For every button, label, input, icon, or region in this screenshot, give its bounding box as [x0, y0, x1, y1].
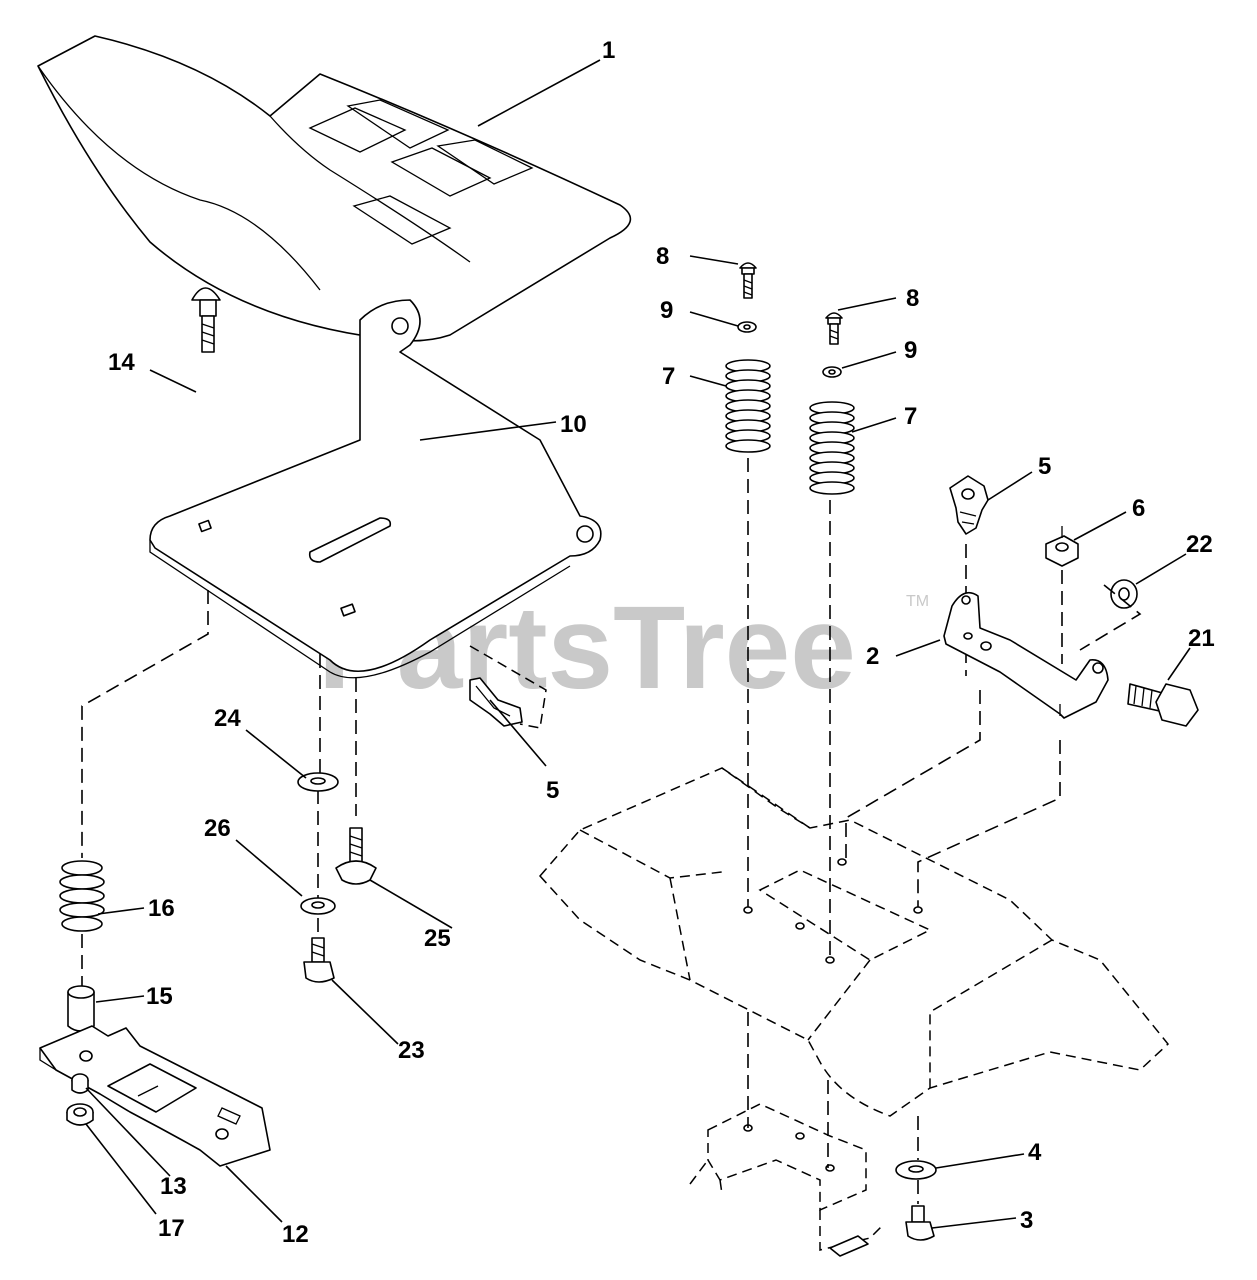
callout-7-left: 7	[662, 363, 675, 390]
seat-clip	[949, 475, 989, 535]
seat-pan	[149, 299, 602, 679]
callout-25: 25	[424, 925, 451, 952]
callout-12: 12	[282, 1221, 309, 1248]
bushing	[1110, 579, 1138, 609]
bolt-23	[303, 937, 335, 983]
seat-spring	[59, 860, 105, 932]
callout-23: 23	[398, 1037, 425, 1064]
washer-9-left	[737, 321, 757, 333]
flat-washer-26	[300, 897, 336, 915]
callout-24: 24	[214, 705, 241, 732]
callout-8-left: 8	[656, 243, 669, 270]
callout-16: 16	[148, 895, 175, 922]
seat-switch-clip	[469, 645, 547, 729]
lower-frame-phantom	[689, 1103, 883, 1257]
bolt-3	[905, 1205, 935, 1241]
callout-6: 6	[1132, 495, 1145, 522]
spring-7-right	[809, 401, 855, 495]
callout-22: 22	[1186, 531, 1213, 558]
spring-7-left	[725, 359, 771, 453]
callout-15: 15	[146, 983, 173, 1010]
callout-4: 4	[1028, 1139, 1042, 1166]
hinge-nut	[71, 1073, 89, 1094]
callout-21: 21	[1188, 625, 1215, 652]
callout-5-left: 5	[546, 777, 559, 804]
callout-1: 1	[602, 37, 615, 64]
callout-17: 17	[158, 1215, 185, 1242]
spacer	[67, 985, 95, 1032]
flat-washer-24	[297, 772, 339, 792]
hex-nut	[1045, 526, 1079, 567]
washer-9-right	[822, 366, 842, 378]
callout-26: 26	[204, 815, 231, 842]
callout-5-right: 5	[1038, 453, 1051, 480]
bolt-8-left	[739, 262, 757, 299]
shoulder-bolt	[335, 827, 377, 885]
watermark-trademark: TM	[906, 593, 929, 610]
seat	[37, 35, 632, 342]
hex-bolt-21	[1127, 683, 1199, 727]
carriage-bolt	[191, 287, 221, 353]
hinge-plate	[39, 1025, 271, 1167]
callout-9-left: 9	[660, 297, 673, 324]
bolt-8-right	[825, 312, 843, 345]
callout-13: 13	[160, 1173, 187, 1200]
seat-bracket	[943, 591, 1109, 719]
lock-nut	[66, 1103, 94, 1126]
callout-3: 3	[1020, 1207, 1033, 1234]
mower-frame-phantom	[538, 767, 1170, 1117]
callout-9-right: 9	[904, 337, 917, 364]
callout-8-right: 8	[906, 285, 919, 312]
callout-2: 2	[866, 643, 879, 670]
washer-4	[895, 1160, 937, 1180]
callout-14: 14	[108, 349, 135, 376]
callout-7-right: 7	[904, 403, 917, 430]
callout-10: 10	[560, 411, 587, 438]
